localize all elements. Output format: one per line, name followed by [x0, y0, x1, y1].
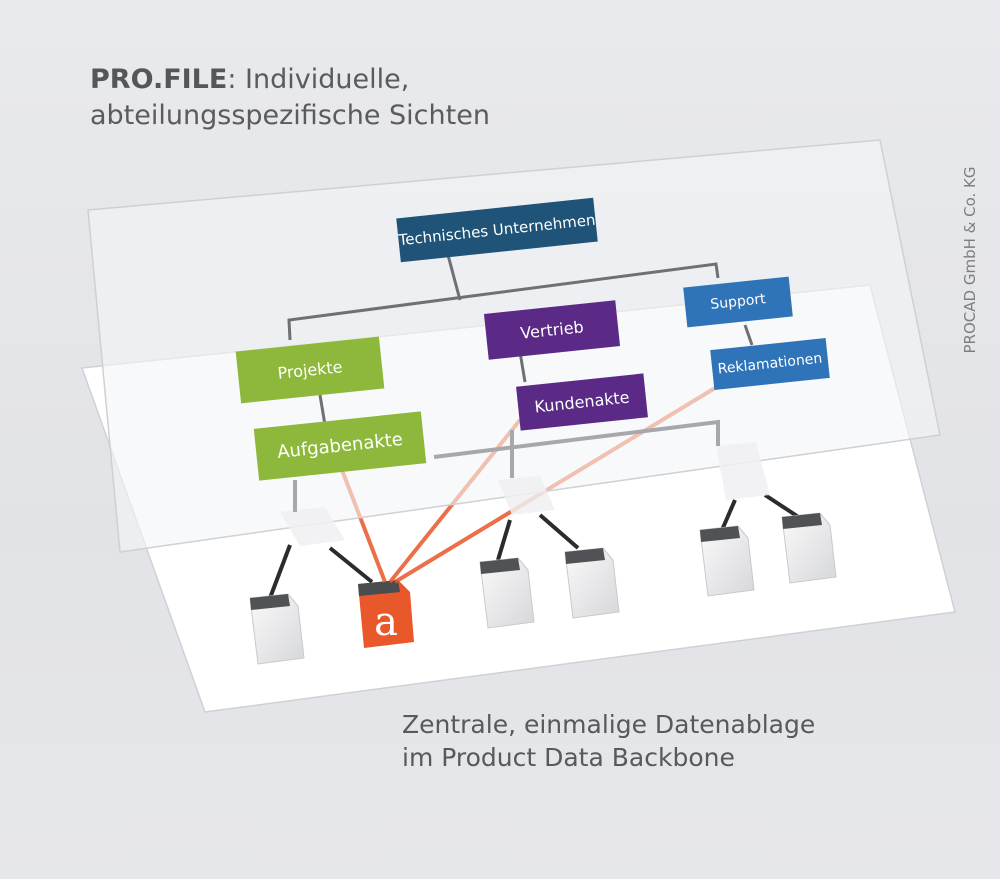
document-icon[interactable]: [699, 525, 755, 597]
document-icon[interactable]: [249, 593, 305, 665]
document-links: [268, 493, 802, 599]
node-kundenakte[interactable]: Kundenakte: [516, 373, 648, 431]
document-icon[interactable]: [781, 512, 837, 584]
caption-line2: im Product Data Backbone: [402, 743, 735, 772]
node-reklamationen[interactable]: Reklamationen: [710, 338, 830, 390]
copyright-credit: PROCAD GmbH & Co. KG: [961, 166, 979, 354]
title-product-name: PRO.FILE: [90, 64, 228, 95]
document-icon[interactable]: [479, 557, 535, 629]
folder-nodes: [280, 442, 770, 546]
title-line1: : Individuelle,: [227, 64, 410, 95]
node-support[interactable]: Support: [683, 276, 793, 328]
org-chart-connectors: [287, 254, 754, 426]
highlighted-document-icon[interactable]: a: [358, 580, 414, 648]
caption-line1: Zentrale, einmalige Datenablage: [402, 710, 816, 739]
backbone-caption: Zentrale, einmalige Datenablage im Produc…: [402, 708, 815, 774]
view-to-backbone-connectors: [293, 419, 720, 512]
node-vertrieb[interactable]: Vertrieb: [483, 300, 621, 360]
node-aufgabenakte[interactable]: Aufgabenakte: [253, 411, 427, 481]
title-line2: abteilungsspezifische Sichten: [90, 100, 490, 131]
svg-text:Support: Support: [710, 291, 767, 313]
svg-text:a: a: [374, 599, 398, 645]
diagram-title: PRO.FILE: Individuelle, abteilungsspezifi…: [90, 62, 490, 134]
node-projekte[interactable]: Projekte: [235, 336, 385, 404]
node-technisches-unternehmen[interactable]: Technisches Unternehmen: [395, 197, 598, 263]
document-icon[interactable]: [564, 547, 620, 619]
